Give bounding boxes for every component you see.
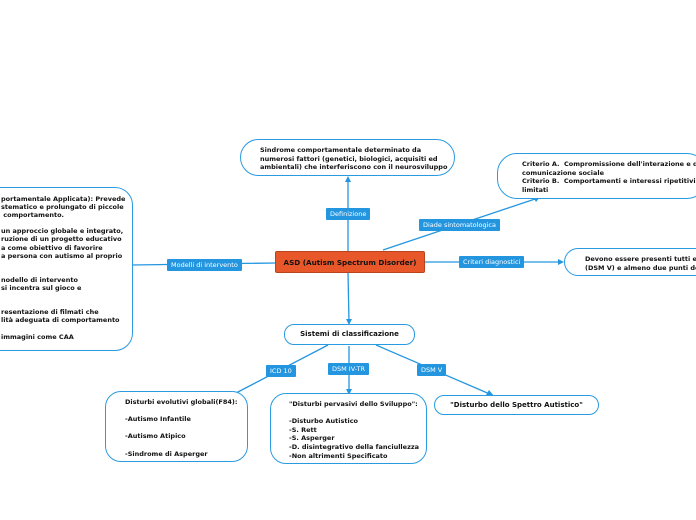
label-definizione[interactable]: Definizione [326,208,371,220]
label-dsm5[interactable]: DSM V [417,364,447,376]
label-modelli[interactable]: Modelli di intervento [167,259,242,271]
label-diade[interactable]: Diade sintomatologica [419,219,500,231]
label-criteri[interactable]: Criteri diagnostici [459,256,525,268]
criteri-node[interactable]: Devono essere presenti tutti e 3 i (DSM … [564,248,696,276]
modelli-node[interactable]: portamentale Applicata): Prevede stemati… [0,187,133,351]
dsm4-node[interactable]: "Disturbi pervasivi dello Sviluppo": -Di… [270,393,427,464]
definition-node[interactable]: Sindrome comportamentale determinato da … [240,139,455,176]
central-topic[interactable]: ASD (Autism Spectrum Disorder) [275,251,425,273]
label-icd10[interactable]: ICD 10 [266,365,296,377]
dsm5-node[interactable]: "Disturbo dello Spettro Autistico" [434,395,599,415]
icd10-node[interactable]: Disturbi evolutivi globali(F84): -Autism… [105,391,248,462]
label-dsm4[interactable]: DSM IV-TR [328,363,370,375]
sistemi-node[interactable]: Sistemi di classificazione [284,324,415,345]
diade-node[interactable]: Criterio A. Compromissione dell'interazi… [497,153,696,199]
